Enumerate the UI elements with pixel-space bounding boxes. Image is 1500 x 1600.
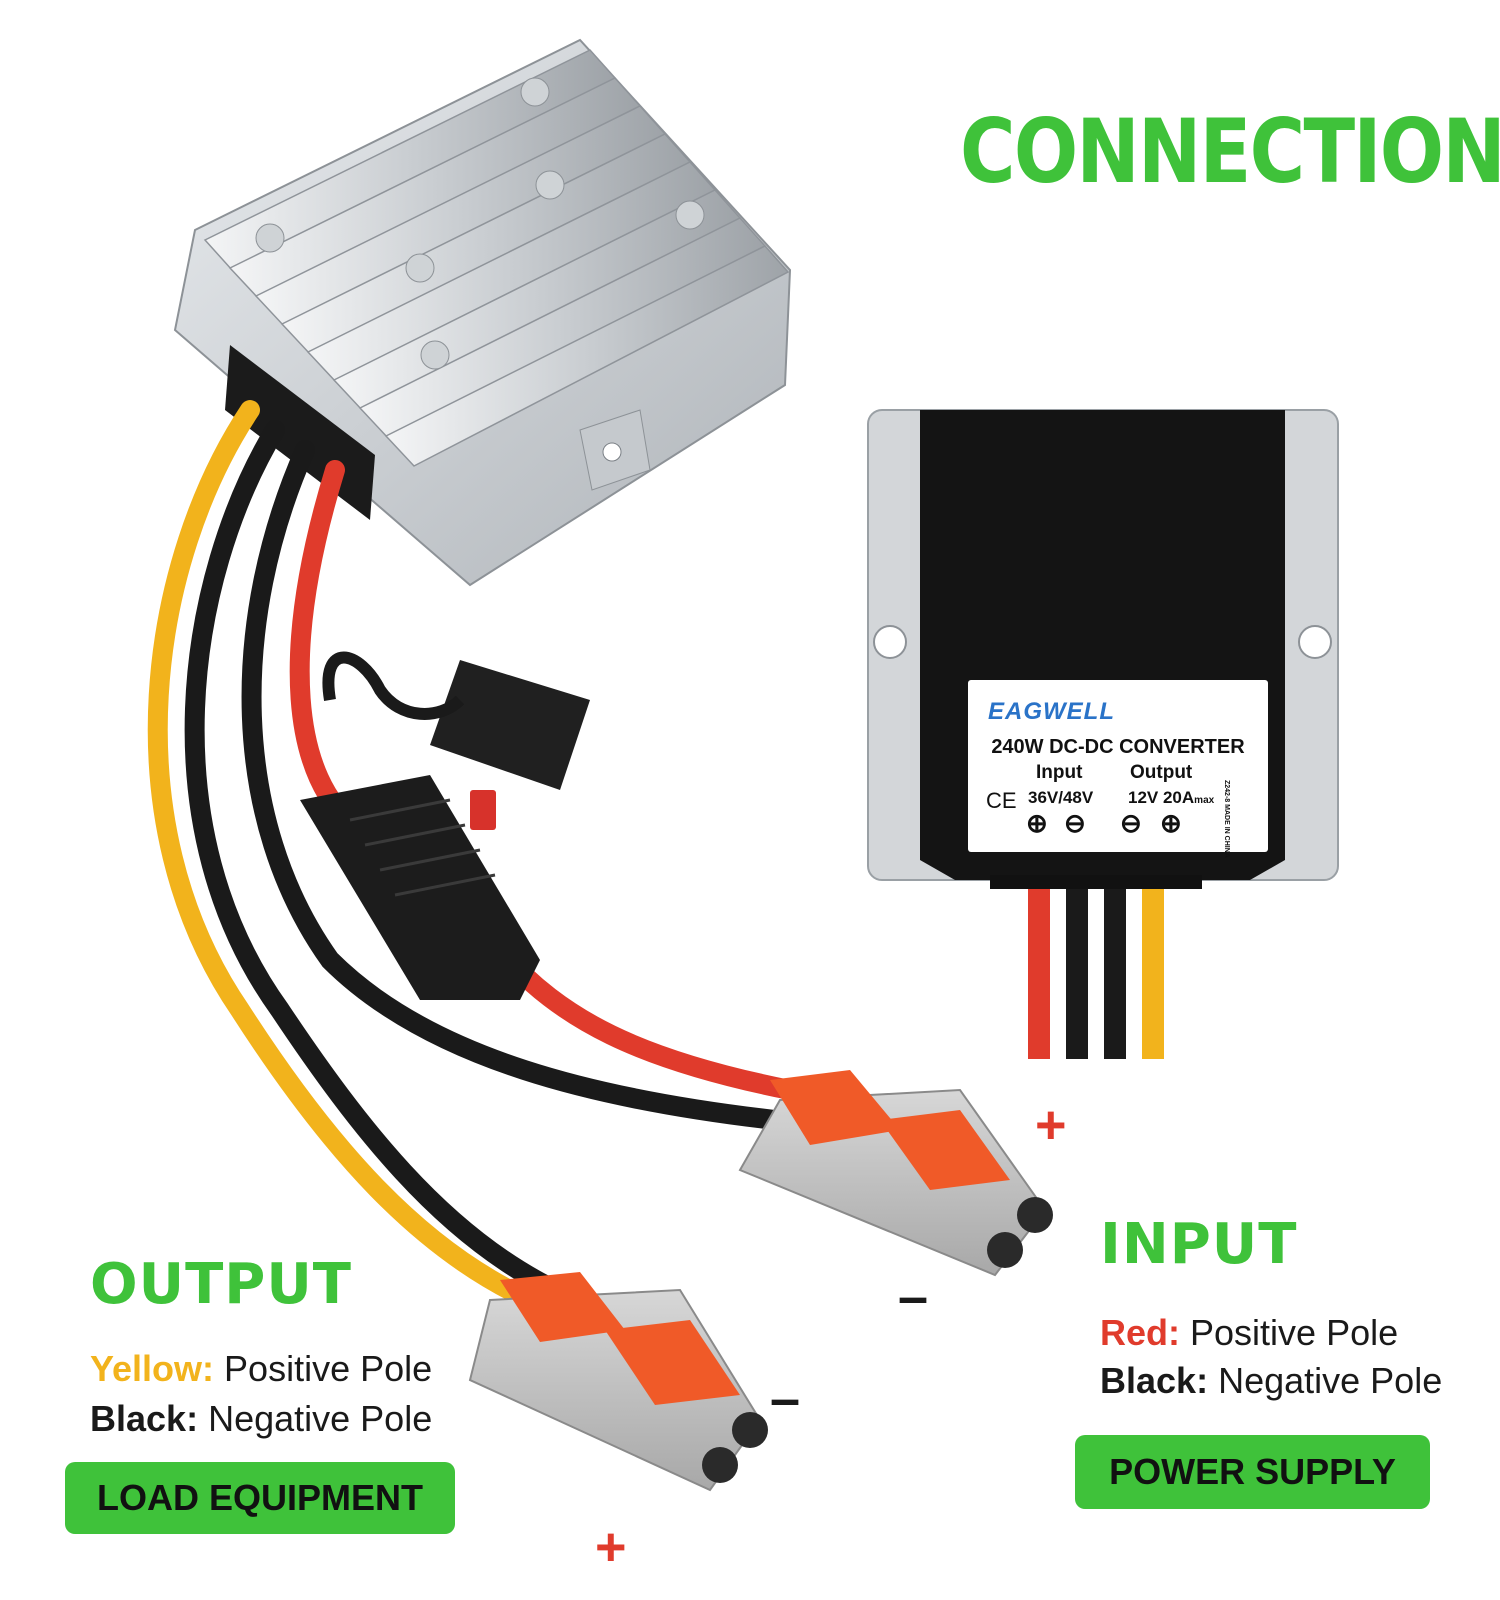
load-equipment-button: LOAD EQUIPMENT bbox=[65, 1462, 455, 1534]
page-title: CONNECTION bbox=[960, 100, 1500, 203]
input-black-label: Black: bbox=[1100, 1360, 1209, 1401]
input-black-desc: Negative Pole bbox=[1218, 1360, 1443, 1401]
product-label: EAGWELL 240W DC-DC CONVERTER Input Outpu… bbox=[968, 680, 1268, 858]
yellow-desc: Positive Pole bbox=[224, 1348, 433, 1389]
label-output-value: 12V 20Amax bbox=[1128, 788, 1215, 807]
yellow-label: Yellow: bbox=[90, 1348, 215, 1389]
model-text: 240W DC-DC CONVERTER bbox=[991, 736, 1245, 758]
label-side-text: Z242-8 MADE IN CHINA bbox=[1223, 780, 1230, 858]
input-black-legend: Black: Negative Pole bbox=[1100, 1360, 1442, 1402]
input-negative-icon: ⊖ bbox=[1064, 808, 1086, 838]
red-desc: Positive Pole bbox=[1190, 1312, 1399, 1353]
output-minus-sign: – bbox=[770, 1369, 801, 1429]
input-plus-sign: + bbox=[1035, 1095, 1067, 1155]
output-black-legend: Black: Negative Pole bbox=[90, 1398, 432, 1440]
brand-logo: EAGWELL bbox=[988, 698, 1115, 725]
power-supply-button: POWER SUPPLY bbox=[1075, 1435, 1430, 1509]
output-heading: OUTPUT bbox=[90, 1252, 352, 1317]
label-input-value: 36V/48V bbox=[1028, 788, 1094, 807]
output-negative-icon: ⊖ bbox=[1120, 808, 1142, 838]
input-positive-icon: ⊕ bbox=[1026, 808, 1048, 838]
ce-mark: CE bbox=[986, 788, 1017, 813]
label-output-header: Output bbox=[1130, 762, 1193, 783]
output-black-label: Black: bbox=[90, 1398, 199, 1439]
output-plus-sign: + bbox=[595, 1517, 627, 1577]
output-lever-connector bbox=[468, 1272, 768, 1492]
red-label: Red: bbox=[1100, 1312, 1180, 1353]
heatsink-converter bbox=[173, 38, 792, 587]
output-wires bbox=[147, 400, 555, 1310]
output-black-desc: Negative Pole bbox=[208, 1398, 433, 1439]
label-input-header: Input bbox=[1036, 762, 1083, 783]
input-minus-sign: – bbox=[898, 1267, 929, 1327]
input-red-legend: Red: Positive Pole bbox=[1100, 1312, 1398, 1354]
output-positive-icon: ⊕ bbox=[1160, 808, 1182, 838]
input-lever-connector bbox=[738, 1070, 1053, 1277]
output-yellow-legend: Yellow: Positive Pole bbox=[90, 1348, 432, 1390]
fuse-holder bbox=[300, 651, 590, 1000]
input-heading: INPUT bbox=[1100, 1212, 1298, 1277]
